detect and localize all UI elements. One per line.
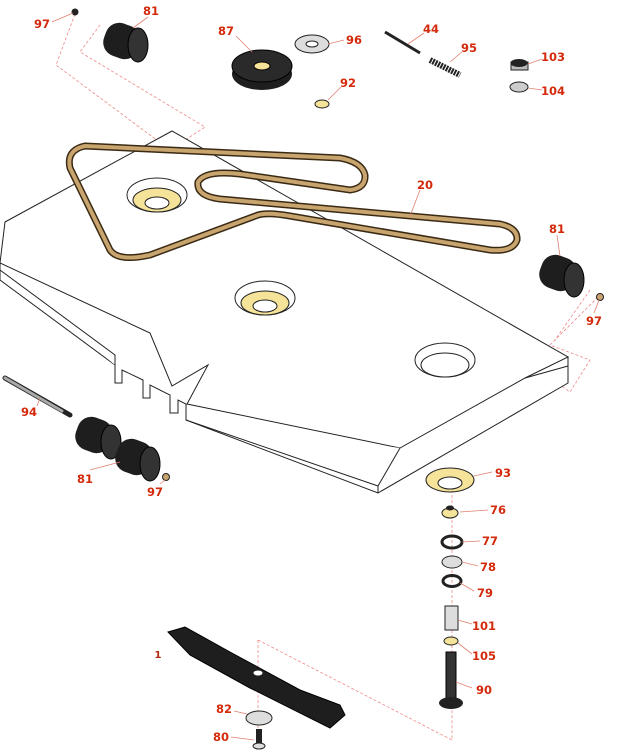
callout-92: 92: [340, 76, 356, 90]
belt: [65, 142, 521, 262]
bushing-104: [509, 81, 529, 93]
spring-95: [428, 57, 462, 78]
callout-44: 44: [423, 22, 439, 36]
callout-80: 80: [213, 730, 229, 744]
nut-97: [162, 473, 170, 481]
callout-105: 105: [472, 649, 496, 663]
callout-1: 1: [155, 650, 162, 661]
callout-94: 94: [21, 405, 37, 419]
nut-97: [596, 293, 604, 301]
washer-82: [245, 710, 273, 726]
pulley-87: [231, 49, 293, 90]
mower-deck: [0, 130, 570, 494]
bolt-44: [384, 30, 421, 55]
callout-82: 82: [216, 702, 232, 716]
callout-96: 96: [346, 33, 362, 47]
callout-103: 103: [541, 50, 565, 64]
callout-101: 101: [472, 619, 496, 633]
callouts: 97 81 87 96 44 95 103 104 92 20 81 97 94…: [21, 4, 602, 744]
callout-97: 97: [147, 485, 163, 499]
callout-76: 76: [490, 503, 506, 517]
callout-97: 97: [34, 17, 50, 31]
callout-81: 81: [143, 4, 159, 18]
roller-81-front-a: [75, 416, 122, 460]
callout-78: 78: [480, 560, 496, 574]
roller-81-top: [103, 22, 149, 63]
leader-lines: [36, 12, 600, 741]
callout-20: 20: [417, 178, 433, 192]
bushing-103: [510, 59, 529, 71]
callout-77: 77: [482, 534, 498, 548]
callout-79: 79: [477, 586, 493, 600]
idler-96: [294, 34, 330, 54]
roller-81-front-b: [115, 438, 161, 482]
roller-81-right: [539, 254, 585, 298]
callout-93: 93: [495, 466, 511, 480]
callout-104: 104: [541, 84, 565, 98]
callout-87: 87: [218, 24, 234, 38]
bolt-80: [252, 729, 266, 750]
blade-1: [167, 626, 346, 729]
spindle-assembly: [425, 467, 475, 709]
callout-90: 90: [476, 683, 492, 697]
nut-97: [71, 8, 79, 16]
callout-95: 95: [461, 41, 477, 55]
callout-97: 97: [586, 314, 602, 328]
washer-92: [314, 99, 330, 109]
callout-81: 81: [77, 472, 93, 486]
callout-81: 81: [549, 222, 565, 236]
